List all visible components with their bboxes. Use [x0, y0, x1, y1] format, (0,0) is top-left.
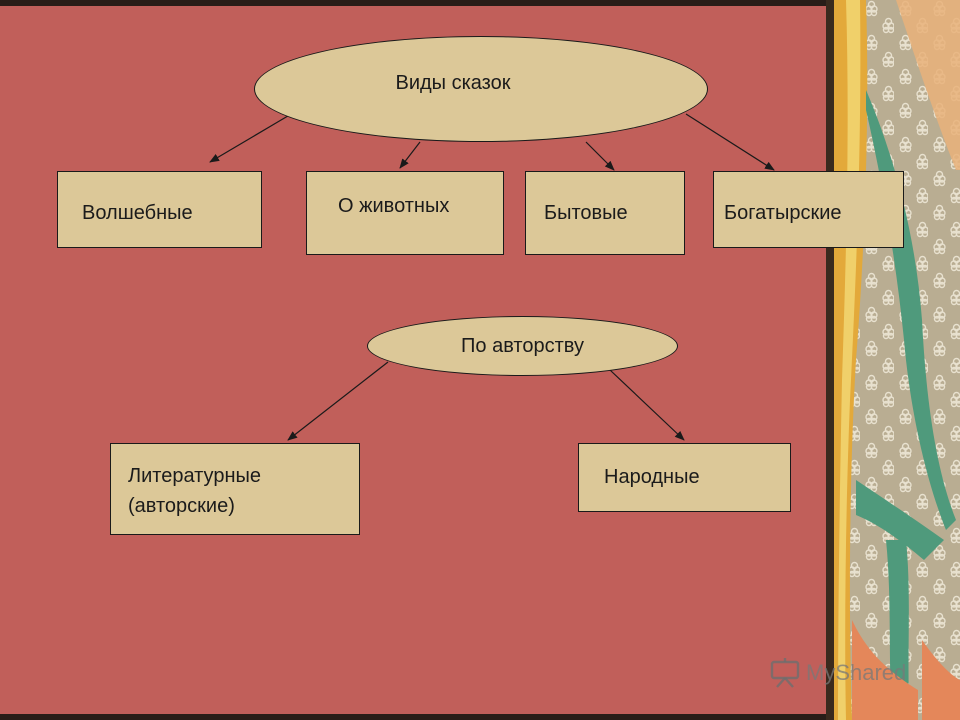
node-volshebnye: Волшебные	[57, 171, 262, 248]
node-bytovye: Бытовые	[525, 171, 685, 255]
arrow-to-bogatyrskie	[685, 113, 775, 171]
node-literaturnye-label-line1: Литературные	[128, 465, 261, 487]
node-bogatyrskie: Богатырские	[713, 171, 904, 248]
arrow-to-volshebnye	[209, 109, 299, 163]
node-literaturnye: Литературные (авторские)	[110, 443, 360, 535]
node-o-zhivotnykh-label: О животных	[338, 195, 450, 217]
node-o-zhivotnykh: О животных	[306, 171, 504, 255]
slide-frame-bottom	[0, 714, 826, 720]
arrow-to-bytovye	[585, 141, 615, 171]
watermark: MyShared	[768, 656, 906, 690]
node-vidy-skazok: Виды сказок	[254, 36, 708, 142]
node-narodnye-label: Народные	[604, 466, 700, 488]
decorative-ornament-panel	[826, 0, 960, 720]
node-volshebnye-label: Волшебные	[82, 202, 193, 224]
presentation-board-icon	[770, 658, 800, 688]
node-bytovye-label: Бытовые	[544, 202, 628, 224]
slide-frame-top	[0, 0, 826, 6]
node-literaturnye-label-line2: (авторские)	[128, 495, 235, 517]
arrow-to-narodnye	[609, 369, 685, 441]
watermark-text: MyShared	[806, 660, 907, 685]
arrow-to-o-zhivotnykh	[399, 141, 421, 169]
arrow-to-literaturnye	[287, 361, 389, 441]
node-po-avtorstvu-label: По авторству	[461, 334, 584, 357]
diagram-connectors	[209, 109, 775, 441]
node-vidy-skazok-label: Виды сказок	[395, 71, 511, 94]
node-narodnye: Народные	[578, 443, 791, 512]
node-po-avtorstvu: По авторству	[367, 316, 678, 376]
node-bogatyrskie-label: Богатырские	[724, 202, 842, 224]
